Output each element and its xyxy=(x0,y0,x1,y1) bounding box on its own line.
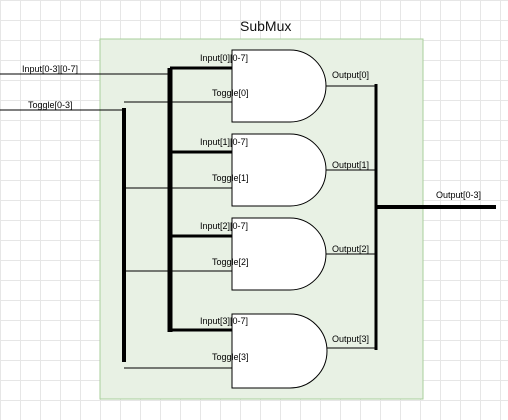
and-gate-0[interactable] xyxy=(231,49,327,123)
gate3-toggle-label: Toggle[3] xyxy=(212,352,249,362)
output-bus-label: Output[0-3] xyxy=(436,190,482,200)
diagram-title: SubMux xyxy=(240,18,292,34)
gate1-input-label: Input[1][0-7] xyxy=(200,137,249,147)
gate2-input-label: Input[2][0-7] xyxy=(200,221,249,231)
gate3-output-label: Output[3] xyxy=(332,334,370,344)
and-gate-1[interactable] xyxy=(231,133,327,207)
gate3-input-label: Input[3][0-7] xyxy=(200,316,249,326)
gate1-toggle-label: Toggle[1] xyxy=(212,173,249,183)
gate1-output-label: Output[1] xyxy=(332,160,370,170)
gate0-output-label: Output[0] xyxy=(332,70,370,80)
toggle-bus-label: Toggle[0-3] xyxy=(28,100,73,110)
gate0-toggle-label: Toggle[0] xyxy=(212,88,249,98)
input-bus-label: Input[0-3][0-7] xyxy=(22,64,79,74)
gate2-toggle-label: Toggle[2] xyxy=(212,257,249,267)
gate2-output-label: Output[2] xyxy=(332,244,370,254)
and-gate-3[interactable] xyxy=(231,313,328,389)
gate0-input-label: Input[0][0-7] xyxy=(200,53,249,63)
and-gate-2[interactable] xyxy=(231,217,327,291)
